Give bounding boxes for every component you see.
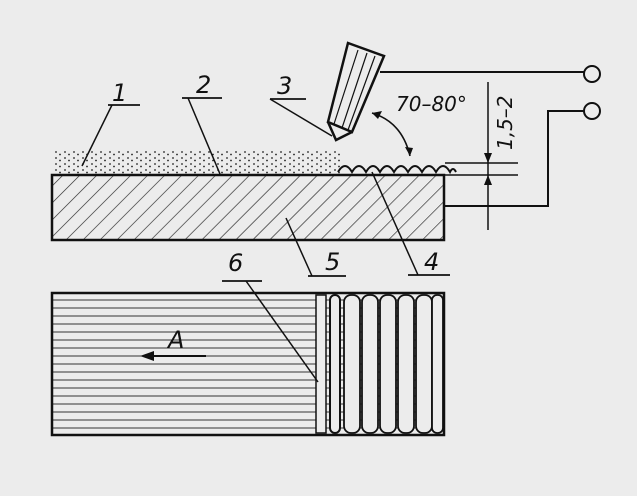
flux-layer (55, 150, 340, 174)
angle-arrowhead (405, 147, 413, 156)
callout-4-leader (371, 171, 419, 276)
callout-6-label: 6 (228, 249, 243, 277)
callout-2-leader (187, 97, 221, 175)
callout-2-label: 2 (196, 71, 211, 99)
height-label: 1,5–2 (493, 95, 517, 150)
electrode-icon (326, 41, 386, 142)
workpiece-wire (444, 110, 584, 207)
dimension-arrowhead (484, 153, 492, 163)
callout-3-label: 3 (277, 72, 292, 100)
callout-6-leader (245, 280, 319, 383)
terminal-icon (583, 102, 601, 120)
callout-5-label: 5 (325, 248, 340, 276)
angle-label: 70–80° (396, 92, 467, 116)
callout-4-label: 4 (424, 248, 439, 276)
callout-1-label: 1 (112, 79, 127, 107)
weld-bead (337, 165, 457, 175)
angle-arrowhead (372, 111, 382, 119)
deposited-beads (315, 294, 444, 434)
dimension-arrowhead (484, 175, 492, 185)
direction-label: A (166, 326, 184, 354)
direction-arrow-icon (140, 351, 206, 361)
callout-5-leader (285, 217, 313, 277)
terminal-icon (583, 65, 601, 83)
angle-arc (371, 112, 411, 157)
base-metal-section (50, 173, 446, 242)
callout-1-leader (81, 104, 113, 167)
callout-3-leader (269, 98, 333, 137)
